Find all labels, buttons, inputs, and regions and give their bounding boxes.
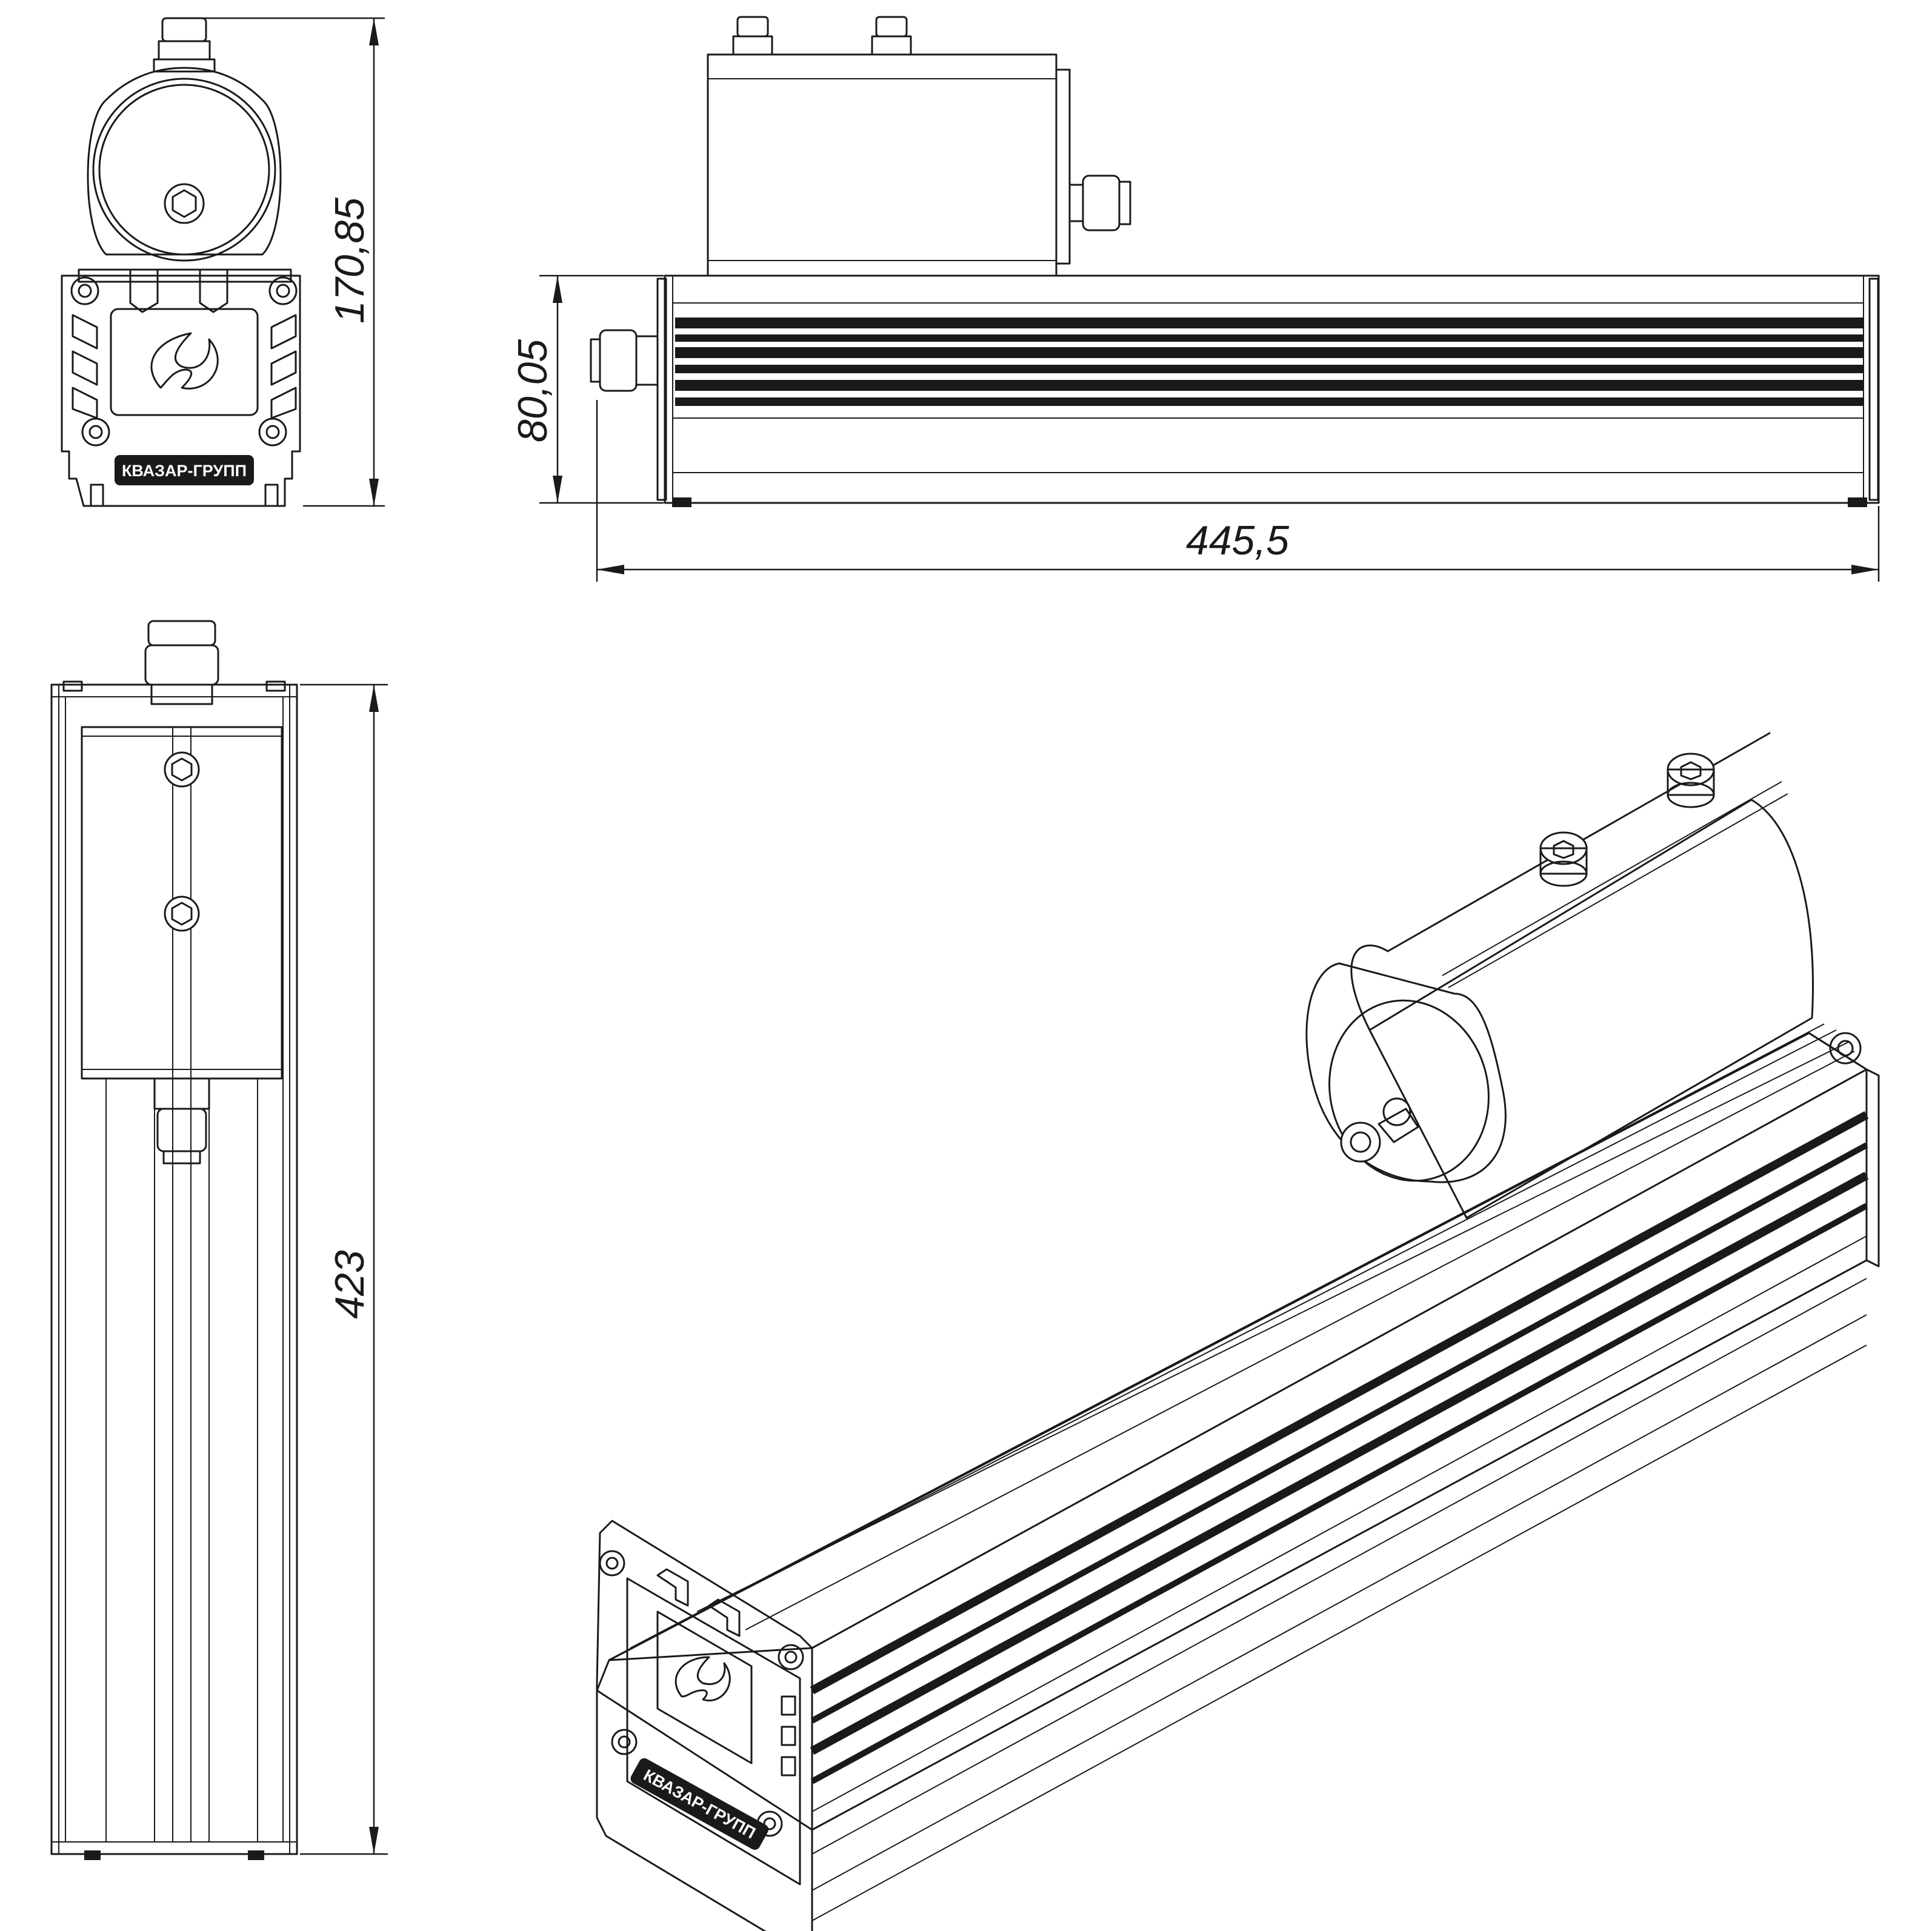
front-view: КВАЗАР-ГРУПП 170,85	[61, 17, 385, 507]
iso-brand-label: КВАЗАР-ГРУПП	[641, 1766, 759, 1842]
side-view: 80,05 445,5	[510, 16, 1880, 582]
iso-brand-logo-icon	[675, 1656, 731, 1702]
brand-label: КВАЗАР-ГРУПП	[122, 462, 247, 480]
brand-logo-icon	[150, 332, 219, 390]
dimension-length-side: 445,5	[1186, 517, 1289, 563]
dimension-height-side: 80,05	[510, 339, 556, 442]
top-view: 423	[50, 620, 388, 1860]
dimension-height-front: 170,85	[327, 198, 373, 324]
isometric-view: КВАЗАР-ГРУПП	[596, 732, 1880, 1931]
dimension-length-top: 423	[327, 1250, 373, 1319]
